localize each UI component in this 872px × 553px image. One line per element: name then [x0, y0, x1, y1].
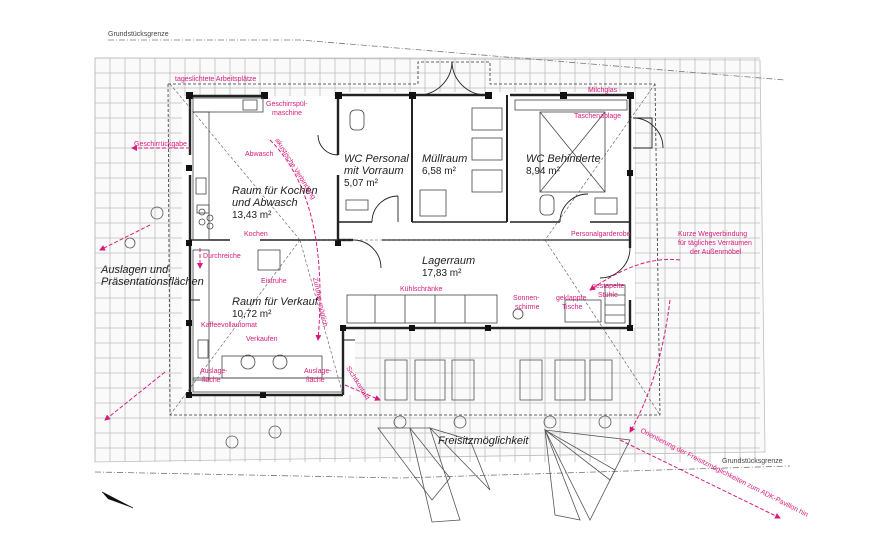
room-verkauf-area: 10,72 m² — [232, 309, 272, 320]
label-kochen: Kochen — [244, 231, 268, 238]
doors — [317, 61, 664, 279]
label-auslage-left-2: fläche — [202, 377, 221, 384]
flow-arrows — [99, 139, 781, 519]
label-arbeitsplaetze: tageslichtete Arbeitsplätze — [175, 76, 256, 83]
room-wc-personal-area: 5,07 m² — [344, 178, 379, 189]
label-sonnen-2: schirme — [515, 304, 540, 311]
label-durchreiche: Durchreiche — [203, 253, 241, 260]
label-kaffee: Kaffeevollautomat — [201, 322, 257, 329]
room-wc-behinderte-line1: WC Behinderte — [526, 153, 601, 165]
label-auslagen-1: Auslagen und — [100, 264, 169, 276]
label-kuehlschraenke: Kühlschränke — [400, 286, 443, 293]
room-wc-behinderte-area: 8,94 m² — [526, 166, 561, 177]
room-kochen-area: 13,43 m² — [232, 210, 272, 221]
label-stuehle-1: gestapelte — [592, 283, 624, 290]
building — [167, 61, 664, 416]
columns — [186, 92, 634, 398]
label-taschenablage: Taschenablage — [574, 113, 621, 120]
room-kochen-line1: Raum für Kochen — [232, 185, 318, 197]
room-lager-line1: Lagerraum — [422, 255, 475, 267]
umbrellas — [377, 427, 631, 523]
fixtures — [192, 97, 628, 393]
label-auslage-right-1: Auslage- — [304, 368, 332, 375]
label-auslage-right-2: fläche — [306, 377, 325, 384]
north-arrow-icon — [101, 491, 134, 509]
property-boundary — [94, 39, 791, 479]
label-abwasch: Abwasch — [245, 151, 274, 158]
label-auslagen-2: Präsentationsflächen — [101, 276, 204, 288]
label-freisitz: Freisitzmöglichkeit — [438, 435, 529, 447]
room-muell-line1: Müllraum — [422, 153, 467, 165]
outdoor-furniture — [124, 206, 613, 449]
label-geschirrspuel-2: maschine — [272, 110, 302, 117]
label-weg-2: für tägliches Verräumen — [678, 240, 752, 247]
room-muell-area: 6,58 m² — [422, 166, 457, 177]
label-stuehle-2: Stühle — [598, 292, 618, 299]
room-wc-personal-line1: WC Personal — [344, 153, 409, 165]
label-eistruhe: Eistruhe — [261, 278, 287, 285]
label-tische-1: geklappte — [556, 295, 586, 302]
room-wc-personal-line2: mit Vorraum — [344, 165, 404, 177]
room-verkauf-line1: Raum für Verkauf — [232, 296, 319, 308]
boundary-label-top: Grundstücksgrenze — [108, 31, 169, 38]
label-weg-3: der Außenmöbel — [690, 249, 742, 256]
label-auslage-left-1: Auslage- — [200, 368, 228, 375]
boundary-label-bottom: Grundstücksgrenze — [722, 458, 783, 465]
label-geschirrspuel-1: Geschirrspül- — [266, 101, 308, 108]
label-personalgarderobe: Personalgarderobe — [571, 231, 631, 238]
label-milchglas: Milchglas — [588, 87, 618, 94]
room-kochen-line2: und Abwasch — [232, 197, 298, 209]
label-geschirrrueckgabe: Geschirrückgabe — [134, 141, 187, 148]
room-lager-area: 17,83 m² — [422, 268, 462, 279]
roof-outline — [167, 61, 661, 416]
label-tische-2: Tische — [562, 304, 582, 311]
label-verkaufen: Verkaufen — [246, 336, 278, 343]
label-sonnen-1: Sonnen- — [513, 295, 540, 302]
label-weg-1: Kurze Wegverbindung — [678, 231, 747, 238]
roof-lines — [169, 83, 661, 416]
